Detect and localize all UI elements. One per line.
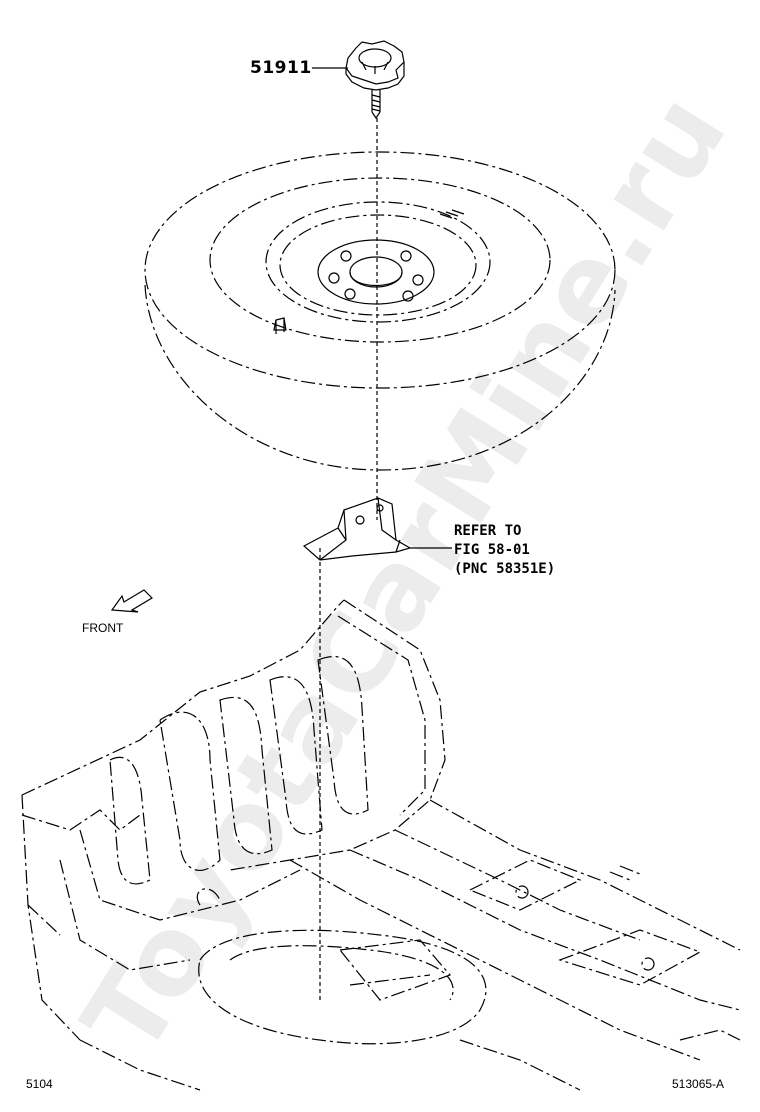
spare-tire[interactable] [144, 151, 616, 471]
rear-floor-pan [21, 599, 741, 1091]
spare-tire-bracket[interactable] [302, 497, 412, 561]
callout-refer-line1[interactable]: REFER TO [454, 523, 522, 539]
hold-down-bolt-51911[interactable] [345, 40, 405, 120]
front-arrow-icon [110, 589, 153, 613]
footer-figure-number: 5104 [26, 1077, 53, 1091]
callout-refer-line3[interactable]: (PNC 58351E) [454, 561, 556, 577]
callout-51911[interactable]: 51911 [250, 58, 312, 78]
front-label: FRONT [82, 621, 124, 635]
footer-illustration-id: 513065-A [672, 1077, 725, 1091]
callout-refer-line2[interactable]: FIG 58-01 [454, 542, 530, 558]
